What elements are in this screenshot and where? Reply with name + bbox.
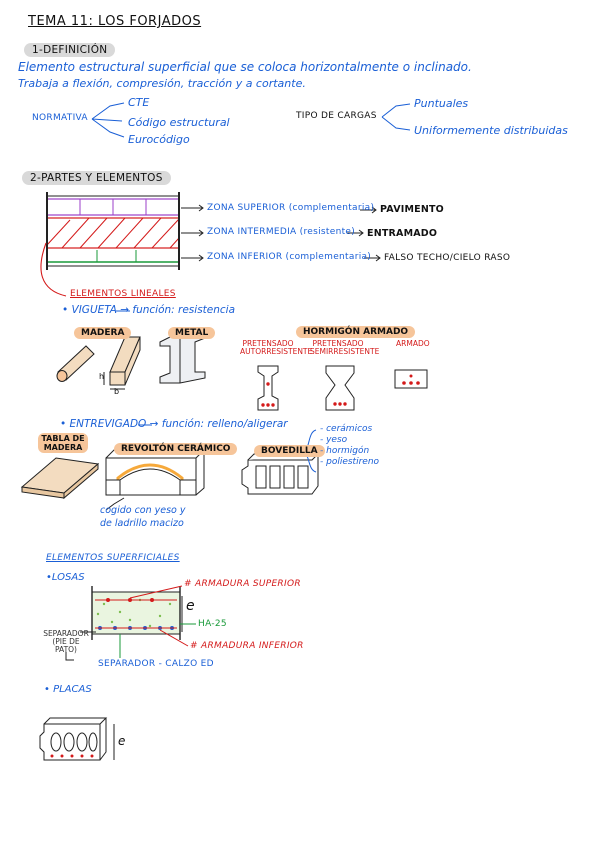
tipo-item: Puntuales [414,97,469,110]
placa-diagram [39,717,115,761]
definition-line-1: Elemento estructural superficial que se … [18,60,472,74]
entrevigado-line: • ENTREVIGADO → función: relleno/aligera… [60,418,288,430]
tipo-arrows [381,103,411,131]
pie-pato-glyph [65,652,74,661]
bovedilla-item: - cerámicos [320,424,373,434]
bovedilla-item: - poliestireno [320,457,380,467]
bovedilla-item: - hormigón [320,446,370,456]
revolton-icon [105,449,206,511]
revolton-note-1: cogido con yeso y [100,505,186,516]
armado-icon [394,369,428,389]
bovedilla-item: - yeso [320,435,348,445]
metal-ibeam-icon [159,331,206,384]
zona-superior: ZONA SUPERIOR (complementaria) [207,203,375,213]
zona-inferior: ZONA INFERIOR (complementaria) [207,252,372,262]
tipo-item: Uniformemente distribuidas [414,124,568,137]
madera-beam-icon [103,336,141,390]
separador-pie-label: SEPARADOR (PIE DE PATO) [43,629,89,654]
lineales-pointer [40,242,67,297]
armadura-inferior-label: # ARMADURA INFERIOR [190,641,304,651]
armadura-superior-label: # ARMADURA SUPERIOR [184,579,301,589]
losa-pointers [80,585,196,658]
page-title: TEMA 11: LOS FORJADOS [28,14,202,29]
hormigon-label: HORMIGÓN ARMADO [296,319,416,338]
losa-e-label: e [186,598,195,614]
bovedilla-label: BOVEDILLA [254,438,325,457]
zona-intermedia-result: ENTRAMADO [367,228,438,239]
definition-line-2: Trabaja a flexión, compresión, tracción … [18,77,306,90]
section-1-heading: 1-DEFINICIÓN [24,43,116,57]
zona-superior-result: PAVIMENTO [380,204,444,215]
normativa-item: Eurocódigo [128,133,190,146]
placas-label: • PLACAS [44,684,92,695]
pretensado-semirresistente-label: PRETENSADO SEMIRRESISTENTE [310,339,380,356]
losas-label: •LOSAS [46,572,85,583]
forjado-diagram [46,192,180,270]
zona-arrows [181,204,381,262]
normativa-arrows [91,102,125,138]
separador-calzo-label: SEPARADOR - CALZO ED [98,659,214,669]
normativa-item: Código estructural [128,116,230,129]
pretensado-autorresistente-icon [257,365,279,411]
tabla-madera-label: TABLA DE MADERA [38,433,88,453]
tipo-cargas-label: TIPO DE CARGAS [296,111,377,121]
tabla-madera-icon [20,457,100,500]
losa-diagram [91,586,183,640]
normativa-item: CTE [128,96,150,109]
vigueta-line: • VIGUETA → función: resistencia [62,304,236,316]
pretensado-autorresistente-label: PRETENSADO AUTORRESISTENTE [240,339,313,356]
armado-label: ARMADO [396,339,430,348]
madera-round-icon [56,345,95,382]
placa-e-label: e [118,734,126,748]
dim-b-label: b [114,387,120,396]
madera-label: MADERA [74,320,132,339]
ha25-label: HA-25 [198,619,227,629]
dim-h-label: h [99,372,105,381]
pretensado-semirresistente-icon [325,365,355,411]
elementos-lineales-heading: ELEMENTOS LINEALES [70,289,176,299]
bovedilla-icon [241,452,319,495]
zona-inferior-result: FALSO TECHO/CIELO RASO [384,253,511,263]
metal-label: METAL [168,320,216,339]
zona-intermedia: ZONA INTERMEDIA (resistente) [207,227,356,237]
revolton-label: REVOLTÓN CERÁMICO [114,436,238,455]
section-2-heading: 2-PARTES Y ELEMENTOS [22,171,171,185]
normativa-label: NORMATIVA [32,113,88,123]
revolton-note-2: de ladrillo macizo [100,518,184,529]
elementos-superficiales-heading: ELEMENTOS SUPERFICIALES [46,553,180,563]
